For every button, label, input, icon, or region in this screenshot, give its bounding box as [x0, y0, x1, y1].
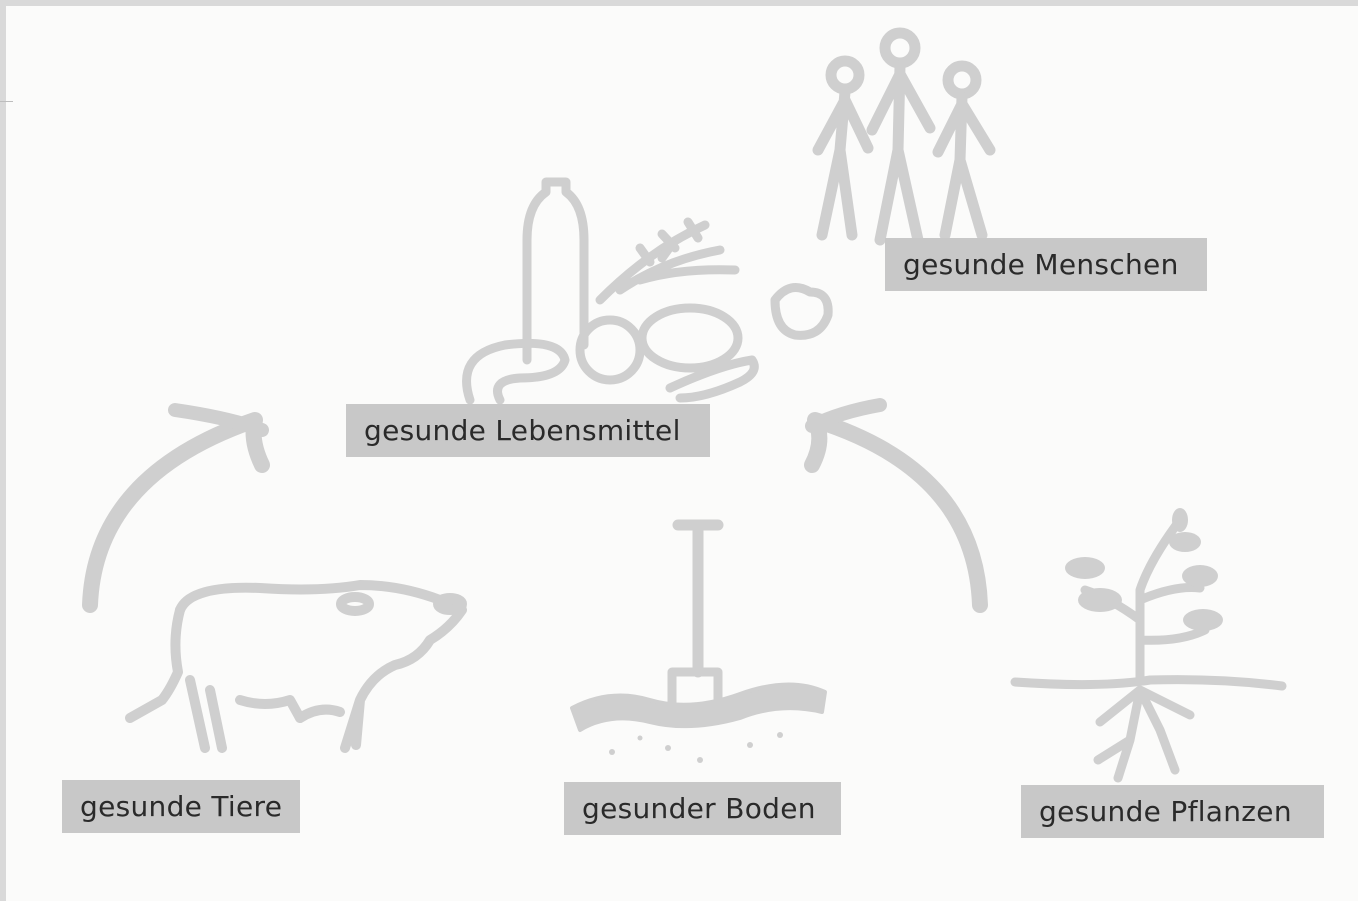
arrow-left-icon [90, 420, 262, 605]
label-healthy-animals: gesunde Tiere [62, 780, 300, 833]
soil-icon [572, 684, 825, 730]
arrow-right-icon [812, 420, 980, 605]
label-healthy-plants: gesunde Pflanzen [1021, 785, 1324, 838]
food-icon [467, 182, 829, 400]
soil-crumbs [609, 732, 783, 763]
plant-icon [1015, 520, 1282, 778]
label-healthy-soil: gesunder Boden [564, 782, 841, 835]
cow-icon [130, 585, 462, 748]
label-healthy-food: gesunde Lebensmittel [346, 404, 710, 457]
spade-icon [672, 525, 718, 712]
people-icon [818, 33, 990, 240]
label-healthy-people: gesunde Menschen [885, 238, 1207, 291]
